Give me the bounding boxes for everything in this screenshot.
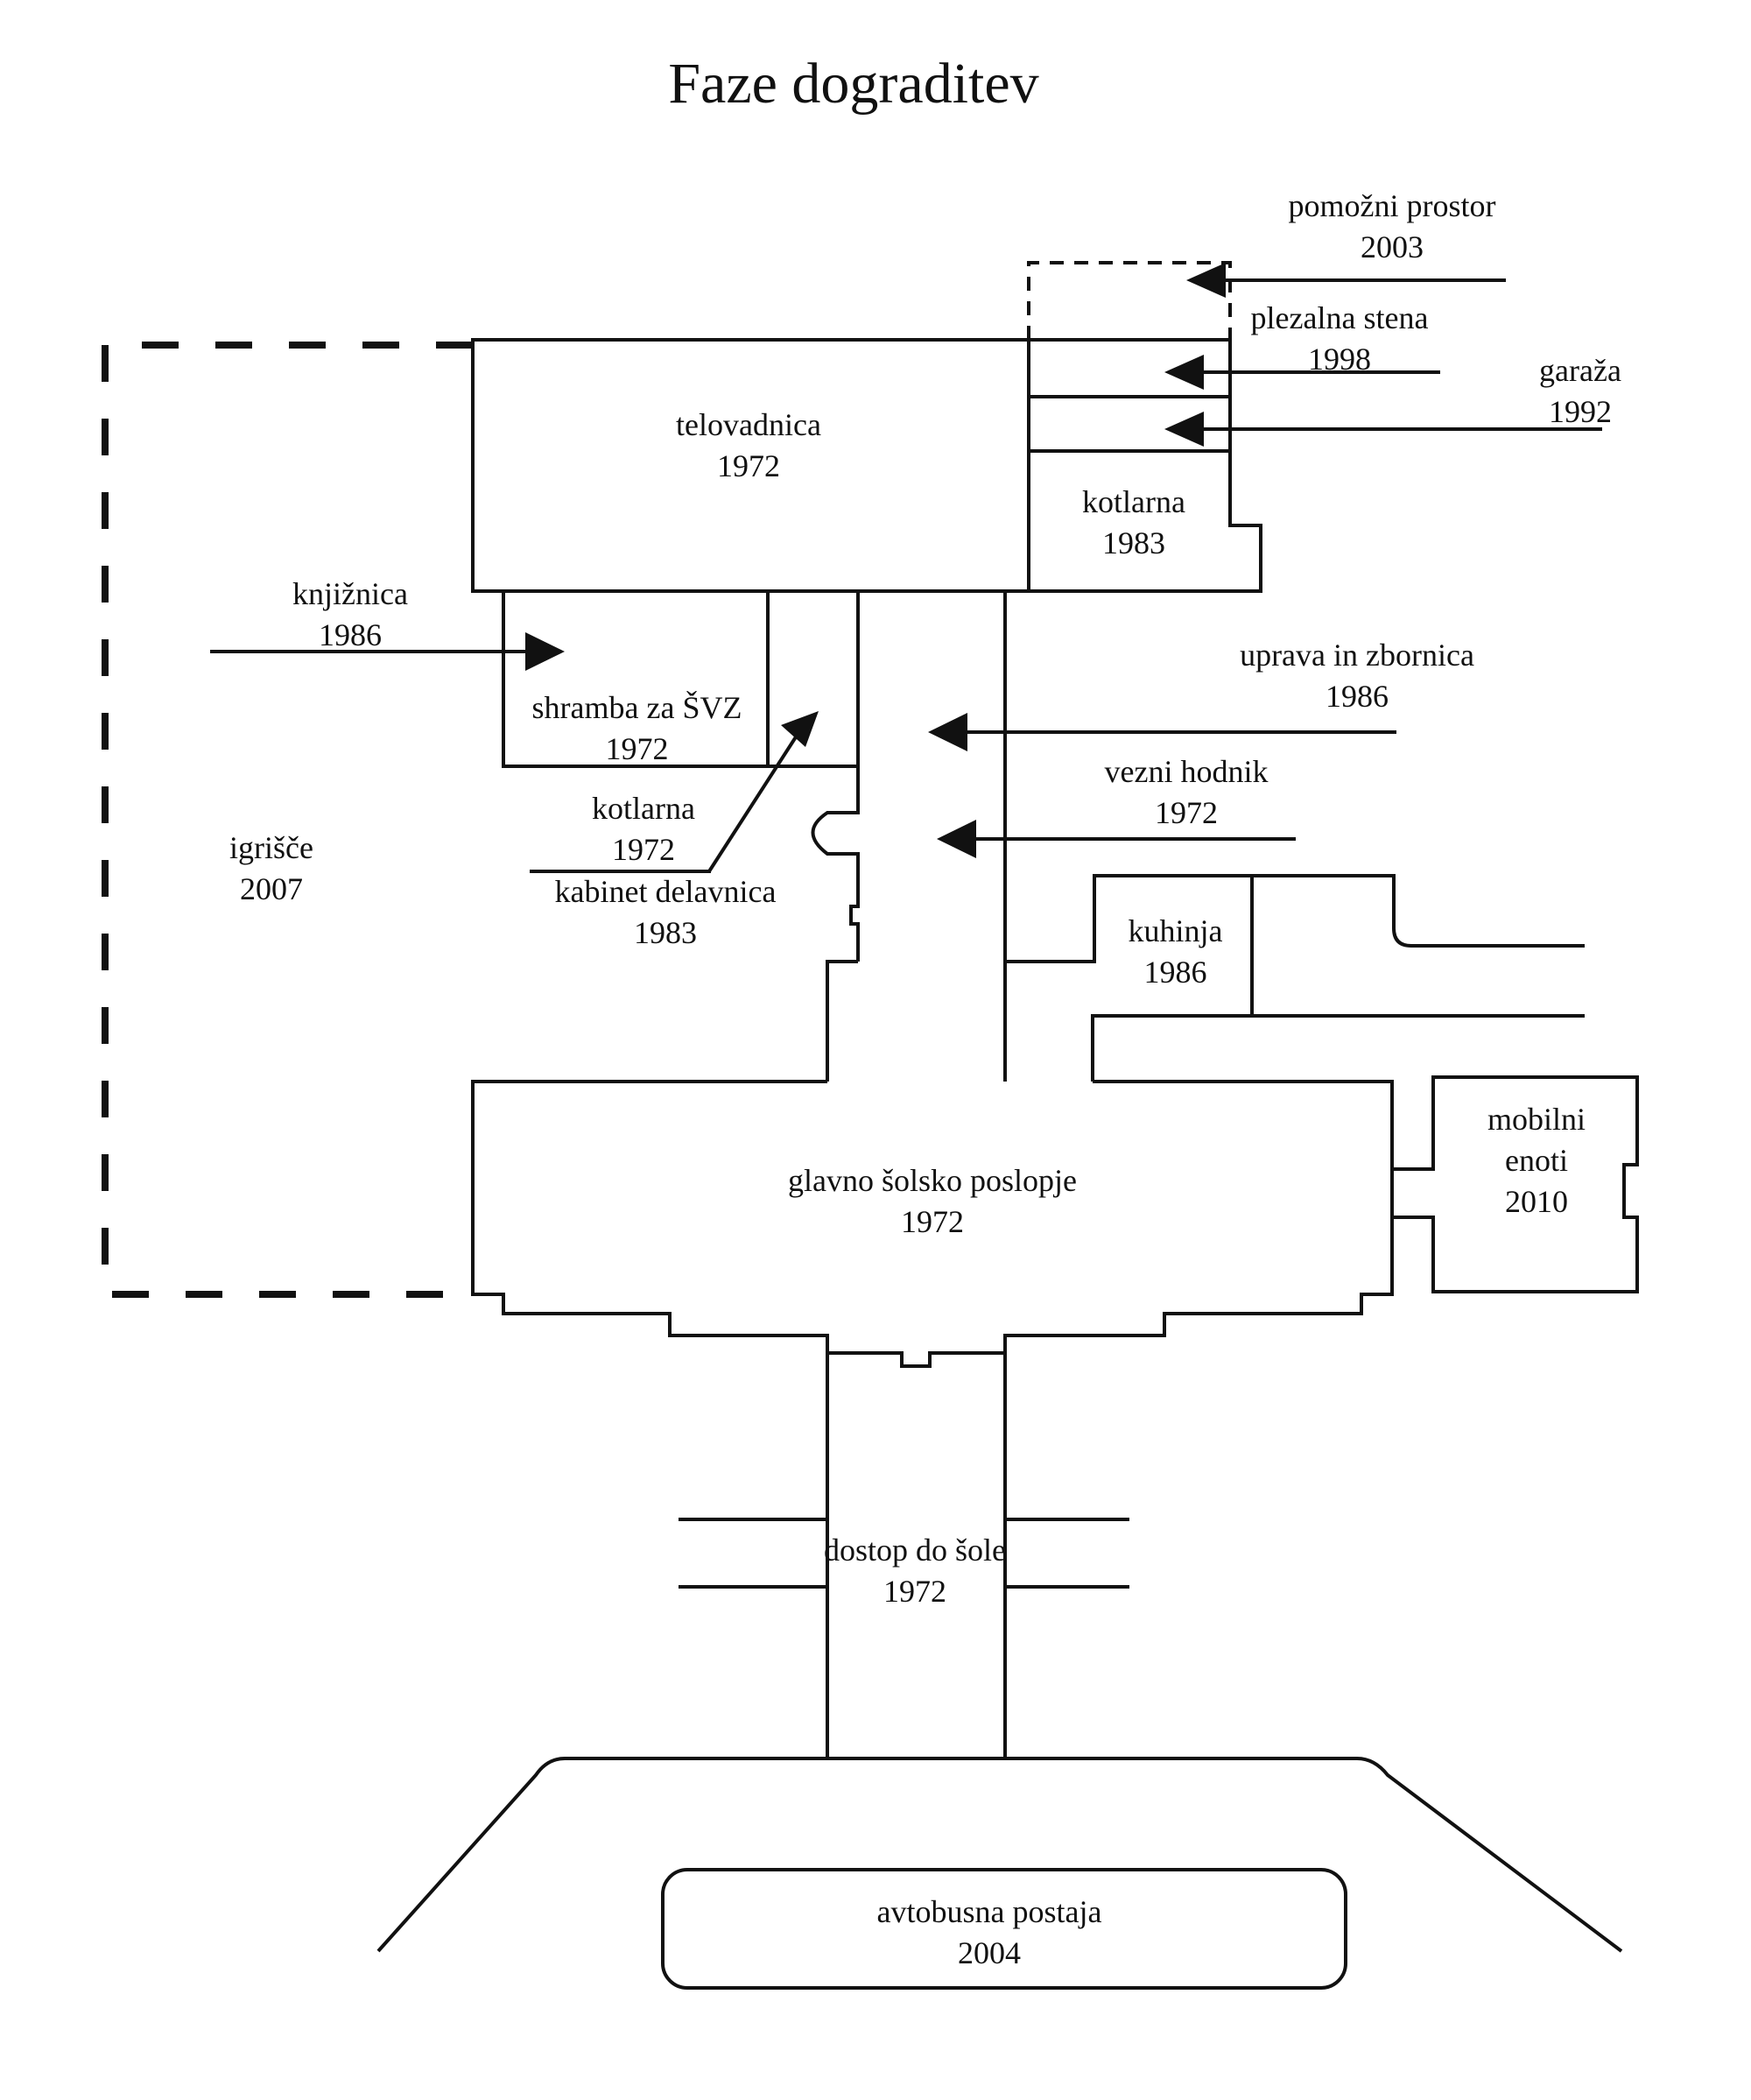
arrow-vezni-hodnik — [937, 820, 1296, 858]
main-building — [471, 1080, 1394, 1368]
main-building-connector — [826, 960, 858, 1082]
kuhinja-lower-wall — [1091, 1014, 1585, 1082]
shramba-room — [502, 591, 858, 768]
label-name: kabinet delavnica — [554, 874, 777, 909]
label-year: 1992 — [1549, 394, 1612, 429]
label-garaza: garaža 1992 — [1506, 350, 1655, 433]
label-name: uprava in zbornica — [1240, 638, 1474, 673]
label-vezni-hodnik: vezni hodnik 1972 — [1068, 751, 1304, 834]
label-name: pomožni prostor — [1288, 188, 1496, 223]
label-year: 1972 — [605, 731, 669, 766]
label-name: kotlarna — [1082, 484, 1185, 519]
label-year: 2003 — [1361, 229, 1424, 264]
label-kotlarna-1972: kotlarna 1972 — [534, 788, 753, 870]
igrisce-boundary — [102, 342, 473, 1298]
label-glavno: glavno šolsko poslopje 1972 — [757, 1160, 1108, 1243]
label-year: 1986 — [319, 617, 382, 652]
label-year: 1972 — [612, 832, 675, 867]
label-year: 1972 — [1155, 795, 1218, 830]
mobilni-enoti-block — [1392, 1075, 1639, 1293]
label-name-2: enoti — [1505, 1143, 1568, 1178]
label-telovadnica: telovadnica 1972 — [613, 405, 884, 487]
label-year: 1972 — [883, 1574, 946, 1609]
label-kabinet: kabinet delavnica 1983 — [525, 871, 805, 954]
label-year: 1986 — [1143, 955, 1207, 990]
label-name: glavno šolsko poslopje — [788, 1163, 1077, 1198]
arrow-uprava — [928, 713, 1396, 751]
telovadnica-block — [471, 338, 1030, 593]
bus-station-outline — [376, 1757, 1623, 1953]
diagram-title: Faze dograditev — [668, 52, 1039, 116]
label-name: kotlarna — [592, 791, 695, 826]
kuhinja-wall — [1005, 874, 1585, 963]
pomozni-prostor-outline — [1027, 261, 1232, 340]
label-year: 2004 — [958, 1935, 1021, 1970]
label-igrisce: igrišče 2007 — [184, 828, 359, 910]
label-name: garaža — [1539, 353, 1621, 388]
label-year: 1972 — [901, 1204, 964, 1239]
label-year: 1972 — [717, 448, 780, 483]
label-year: 2010 — [1505, 1184, 1568, 1219]
label-pomozni-prostor: pomožni prostor 2003 — [1256, 186, 1528, 268]
arrow-garaza — [1164, 412, 1602, 447]
label-dostop: dostop do šole 1972 — [788, 1530, 1042, 1612]
label-name: avtobusna postaja — [876, 1894, 1102, 1929]
label-name: plezalna stena — [1250, 300, 1429, 335]
label-kotlarna-1983: kotlarna 1983 — [1046, 482, 1221, 564]
label-name: shramba za ŠVZ — [531, 690, 742, 725]
label-name: igrišče — [229, 830, 313, 865]
bus-station-box — [661, 1868, 1347, 1990]
arrow-plezalna-stena — [1164, 355, 1440, 390]
label-year: 1998 — [1308, 342, 1371, 377]
label-year: 1983 — [1102, 525, 1165, 560]
arrow-knjiznica — [210, 632, 565, 671]
label-shramba: shramba za ŠVZ 1972 — [508, 687, 766, 770]
corridor-left-wall — [811, 591, 860, 962]
label-name: knjižnica — [292, 576, 408, 611]
label-year: 2007 — [240, 871, 303, 906]
label-name: kuhinja — [1128, 913, 1223, 948]
label-year: 1986 — [1326, 679, 1389, 714]
label-name: vezni hodnik — [1104, 754, 1269, 789]
arrow-kabinet — [530, 711, 819, 873]
label-name: mobilni — [1487, 1102, 1586, 1137]
label-name: telovadnica — [676, 407, 821, 442]
label-name: dostop do šole — [823, 1533, 1006, 1568]
label-knjiznica: knjižnica 1986 — [245, 574, 455, 656]
label-mobilni: mobilni enoti 2010 — [1453, 1099, 1620, 1223]
label-avtobusna: avtobusna postaja 2004 — [762, 1892, 1217, 1974]
label-year: 1983 — [634, 915, 697, 950]
label-kuhinja: kuhinja 1986 — [1099, 911, 1252, 993]
arrow-pomozni-prostor — [1186, 263, 1506, 298]
label-plezalna-stena: plezalna stena 1998 — [1221, 298, 1458, 380]
annex-stack — [1029, 338, 1262, 593]
label-uprava: uprava in zbornica 1986 — [1208, 635, 1506, 717]
